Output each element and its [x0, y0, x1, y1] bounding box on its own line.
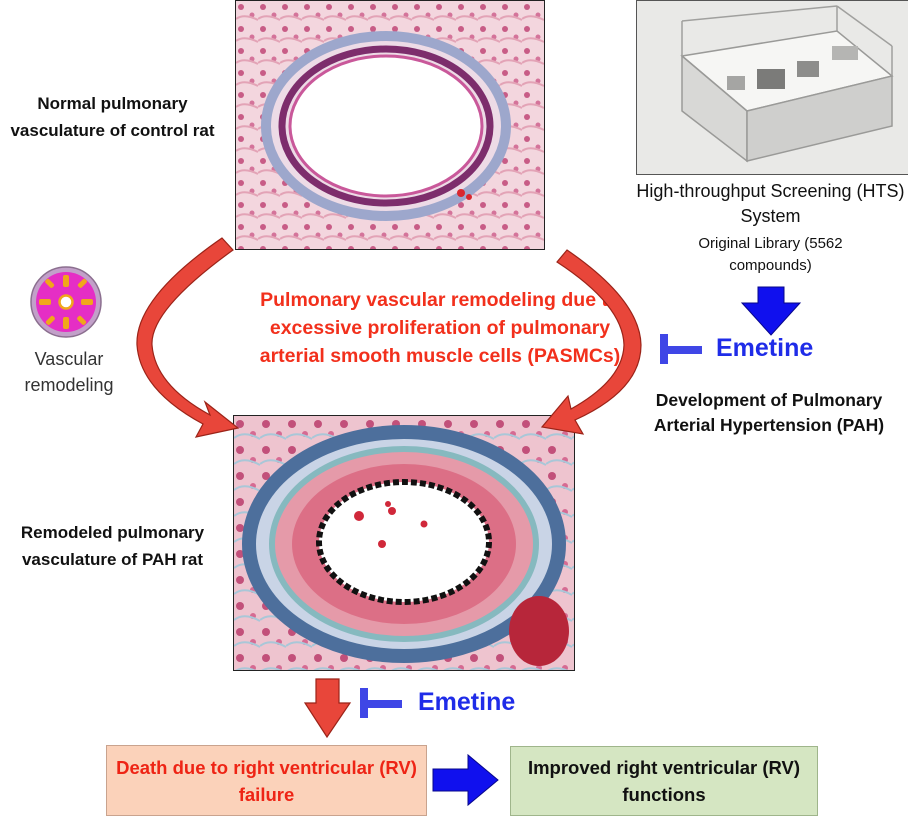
emetine-bottom-label: Emetine: [418, 688, 516, 716]
remodeled-vasculature-label: Remodeled pulmonary vasculature of PAH r…: [20, 523, 205, 569]
right-blue-arrow: [432, 753, 499, 807]
normal-vasculature-label: Normal pulmonary vasculature of control …: [10, 94, 215, 140]
death-rv-failure-text: Death due to right ventricular (RV) fail…: [116, 756, 417, 805]
normal-vessel-histology-image: [235, 0, 545, 250]
emetine-top-label: Emetine: [716, 334, 814, 362]
pah-vessel-histology-image: [233, 415, 575, 671]
death-rv-failure-box: Death due to right ventricular (RV) fail…: [106, 745, 427, 816]
vascular-remodeling-icon: [30, 266, 102, 338]
inhibition-bar-icon: [360, 334, 702, 718]
vascular-remodeling-label: Vascular remodeling: [24, 349, 114, 395]
down-blue-arrow: [740, 286, 802, 336]
right-curved-red-arrow: [540, 249, 642, 435]
down-red-arrow: [303, 678, 352, 739]
remodeling-mechanism-text: Pulmonary vascular remodeling due to exc…: [259, 289, 621, 367]
original-library-label: Original Library (5562 compounds): [698, 235, 843, 274]
improved-rv-function-box: Improved right ventricular (RV) function…: [510, 746, 818, 816]
improved-rv-function-text: Improved right ventricular (RV) function…: [527, 757, 801, 805]
pah-development-label: Development of Pulmonary Arterial Hypert…: [653, 390, 885, 435]
left-curved-red-arrow: [136, 237, 240, 438]
hts-machine-photo: [636, 0, 908, 175]
hts-system-label: High-throughput Screening (HTS) System: [636, 181, 905, 226]
